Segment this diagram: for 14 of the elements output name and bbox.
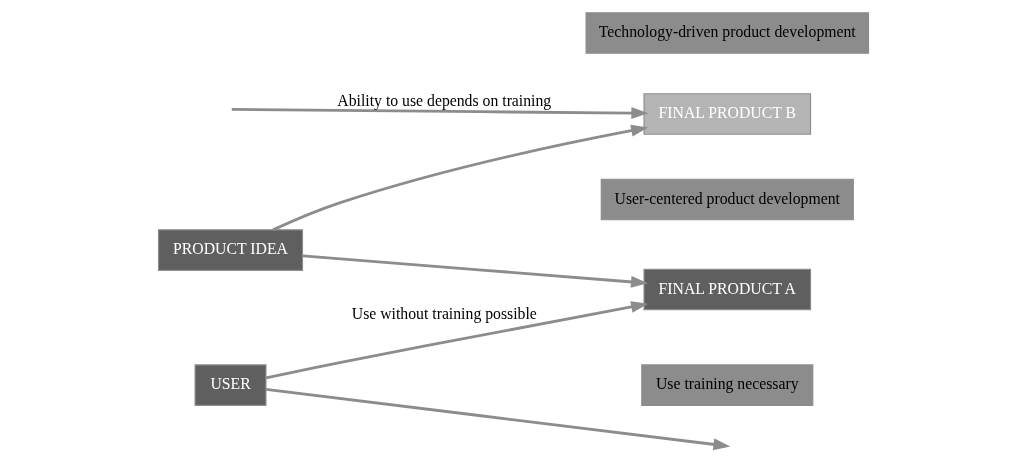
node-box: FINAL PRODUCT B: [643, 93, 812, 135]
arrow: [272, 124, 649, 232]
node-box: FINAL PRODUCT A: [643, 268, 812, 311]
arrow: [231, 107, 649, 119]
node-box: USER: [194, 364, 267, 406]
node-box: Use training necessary: [641, 364, 814, 406]
arrow: [302, 254, 648, 288]
edge-label: Use without training possible: [351, 304, 537, 322]
edge-label: Ability to use depends on training: [337, 92, 552, 110]
node-box: User-centered product development: [600, 178, 854, 221]
arrow: [265, 301, 649, 380]
node-box: PRODUCT IDEA: [157, 229, 304, 271]
arrow: [265, 387, 731, 451]
node-box: Technology-driven product development: [585, 12, 870, 54]
